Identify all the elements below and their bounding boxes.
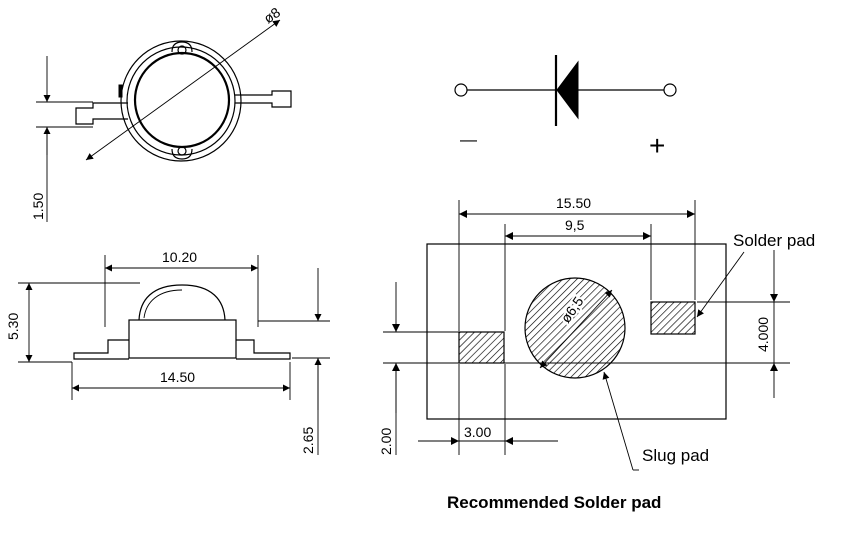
plus-label: +: [649, 130, 665, 161]
minus-label: —: [460, 130, 477, 149]
pad-span-outer-label: 15.50: [556, 195, 591, 211]
top-view: ø8 1.50: [30, 4, 292, 222]
pad-offset-label: 2.00: [378, 428, 394, 455]
solder-pad-label: Solder pad: [733, 231, 815, 250]
body-width-label: 14.50: [160, 369, 195, 385]
figure-caption: Recommended Solder pad: [447, 493, 661, 512]
diode-symbol: — +: [454, 55, 677, 161]
diameter-label: ø8: [261, 4, 284, 27]
lens-width-label: 10.20: [162, 249, 197, 265]
side-view: 10.20 5.30 14.50 2.65: [5, 249, 330, 455]
pad-width-label: 3.00: [464, 424, 491, 440]
slug-pad-label: Slug pad: [642, 446, 709, 465]
height-label: 5.30: [5, 313, 21, 340]
solder-pad-layout: 15.50 9,5 4.000 2.00 3.00 ø6,5 Solder pa…: [378, 195, 815, 512]
pin-width-label: 1.50: [30, 193, 46, 220]
pad-height-label: 4.000: [755, 317, 771, 352]
lead-height-label: 2.65: [300, 427, 316, 454]
pad-span-inner-label: 9,5: [565, 217, 585, 233]
